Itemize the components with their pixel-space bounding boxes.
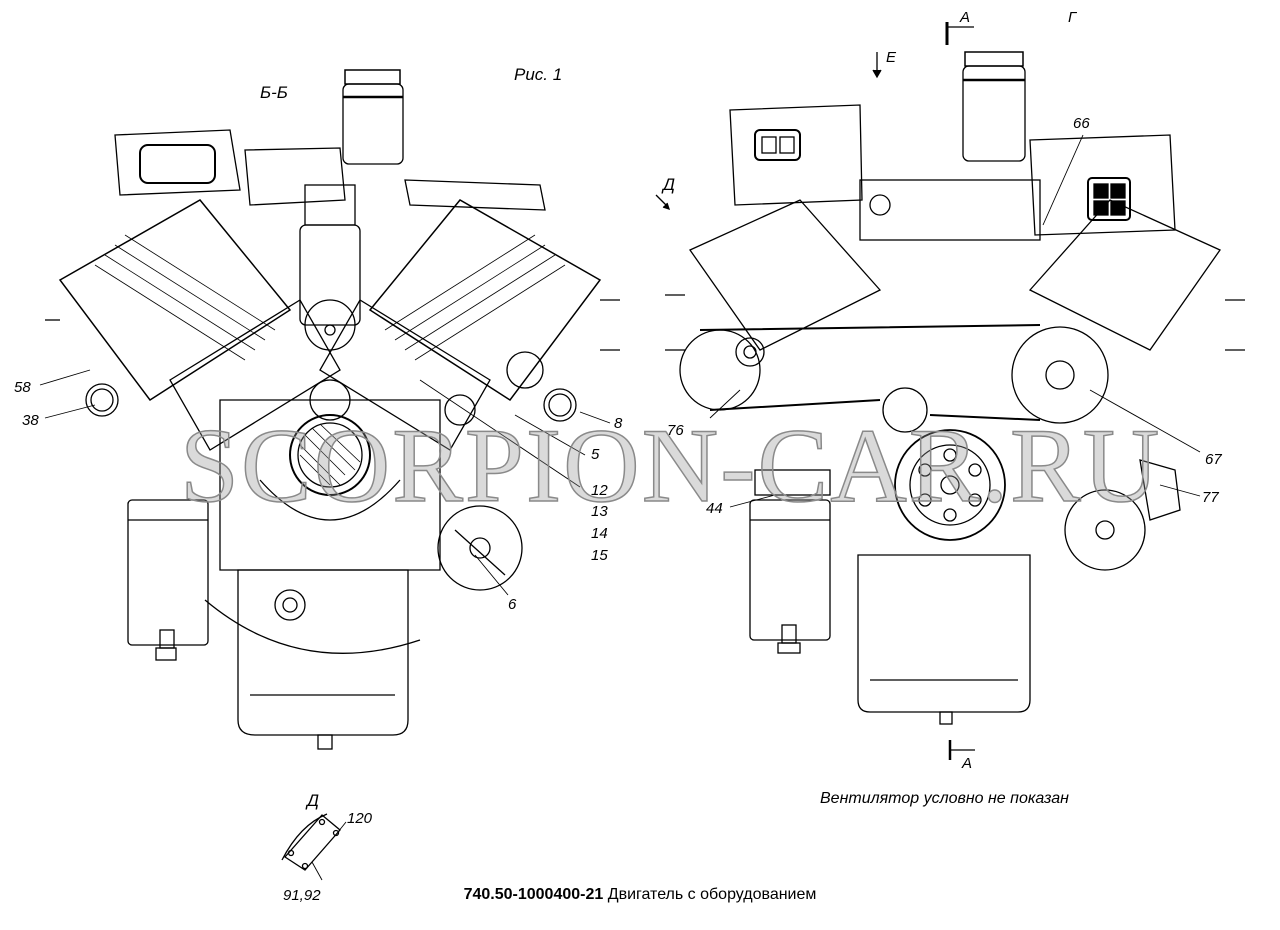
part-number: 740.50-1000400-21 [463, 886, 604, 903]
crank-pulley [894, 429, 1006, 541]
left-reservoir [342, 83, 404, 165]
callout-8: 8 [614, 415, 623, 432]
left-engine-section-view [39, 69, 620, 750]
callout-91-92: 91,92 [283, 887, 321, 904]
drawing-caption: 740.50-1000400-21 Двигатель с оборудован… [0, 886, 1280, 904]
view-d-label: Д [663, 175, 675, 194]
callout-6: 6 [508, 596, 517, 613]
callout-13: 13 [591, 503, 608, 520]
fan-note: Вентилятор условно не показан [820, 790, 1069, 807]
left-reservoir-cap [344, 69, 401, 85]
right-engine-front-view [655, 22, 1245, 760]
figure-label: Рис. 1 [514, 65, 563, 84]
callout-76: 76 [667, 422, 684, 439]
view-e-label: Е [886, 49, 897, 66]
callout-14: 14 [591, 525, 608, 542]
detail-d-plate [281, 813, 347, 881]
callout-15: 15 [591, 547, 608, 564]
right-reservoir [962, 65, 1026, 162]
callout-12: 12 [591, 482, 608, 499]
part-title: Двигатель с оборудованием [607, 886, 817, 903]
left-oil-sump [237, 569, 409, 736]
right-oil-sump [857, 554, 1031, 713]
callout-120: 120 [347, 810, 373, 827]
callout-77: 77 [1202, 489, 1219, 506]
left-oil-filter [127, 499, 209, 646]
view-a-top-label: А [960, 9, 971, 26]
section-label: Б-Б [260, 83, 288, 102]
view-g-label: Г [1068, 9, 1077, 26]
callout-5: 5 [591, 446, 600, 463]
right-oil-filter [749, 499, 831, 641]
callout-67: 67 [1205, 451, 1222, 468]
detail-d-label: Д [307, 791, 319, 810]
callout-58: 58 [14, 379, 31, 396]
view-a-bottom-label: А [962, 755, 973, 772]
right-reservoir-cap [964, 51, 1024, 67]
callout-66: 66 [1073, 115, 1090, 132]
callout-38: 38 [22, 412, 39, 429]
callout-44: 44 [706, 500, 723, 517]
